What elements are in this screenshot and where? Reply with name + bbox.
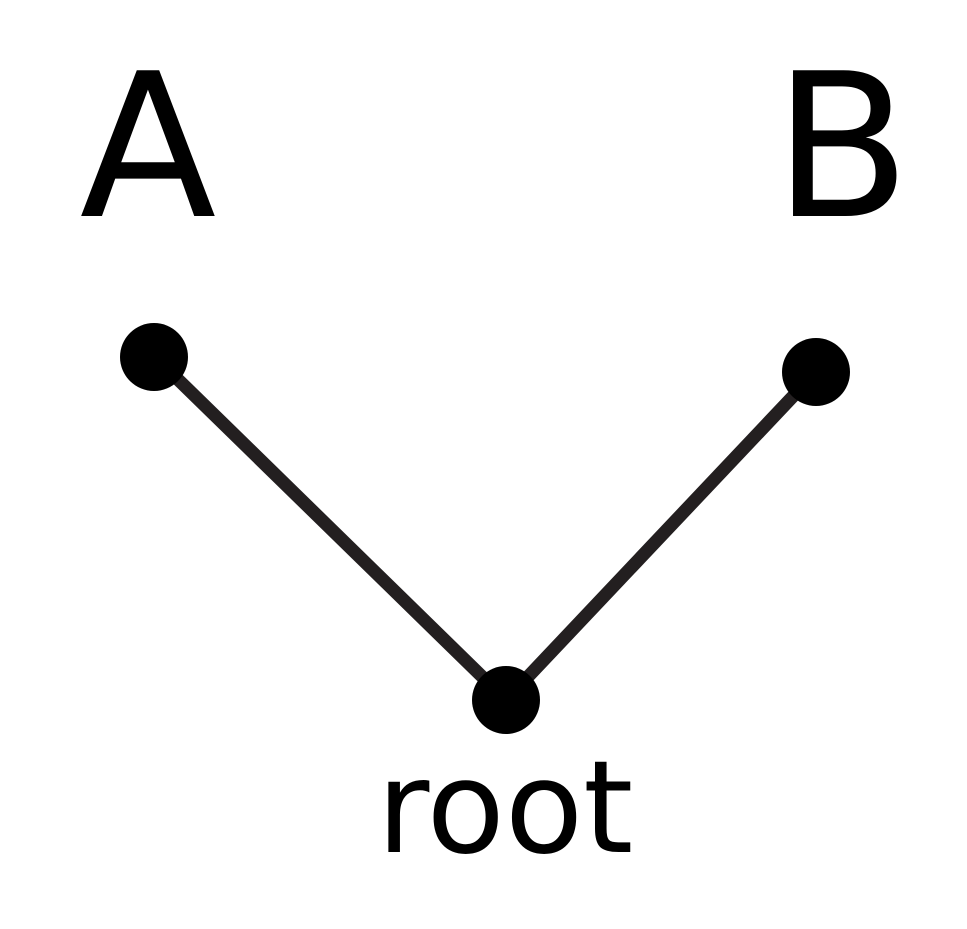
edge-b-root: [499, 365, 823, 707]
root-label: root: [377, 734, 634, 883]
edge-a-root: [148, 350, 513, 707]
node-a: [120, 323, 188, 391]
leaf-label-b: B: [773, 31, 910, 264]
node-root: [472, 666, 540, 734]
leaf-label-a: A: [80, 31, 217, 264]
node-b: [782, 338, 850, 406]
